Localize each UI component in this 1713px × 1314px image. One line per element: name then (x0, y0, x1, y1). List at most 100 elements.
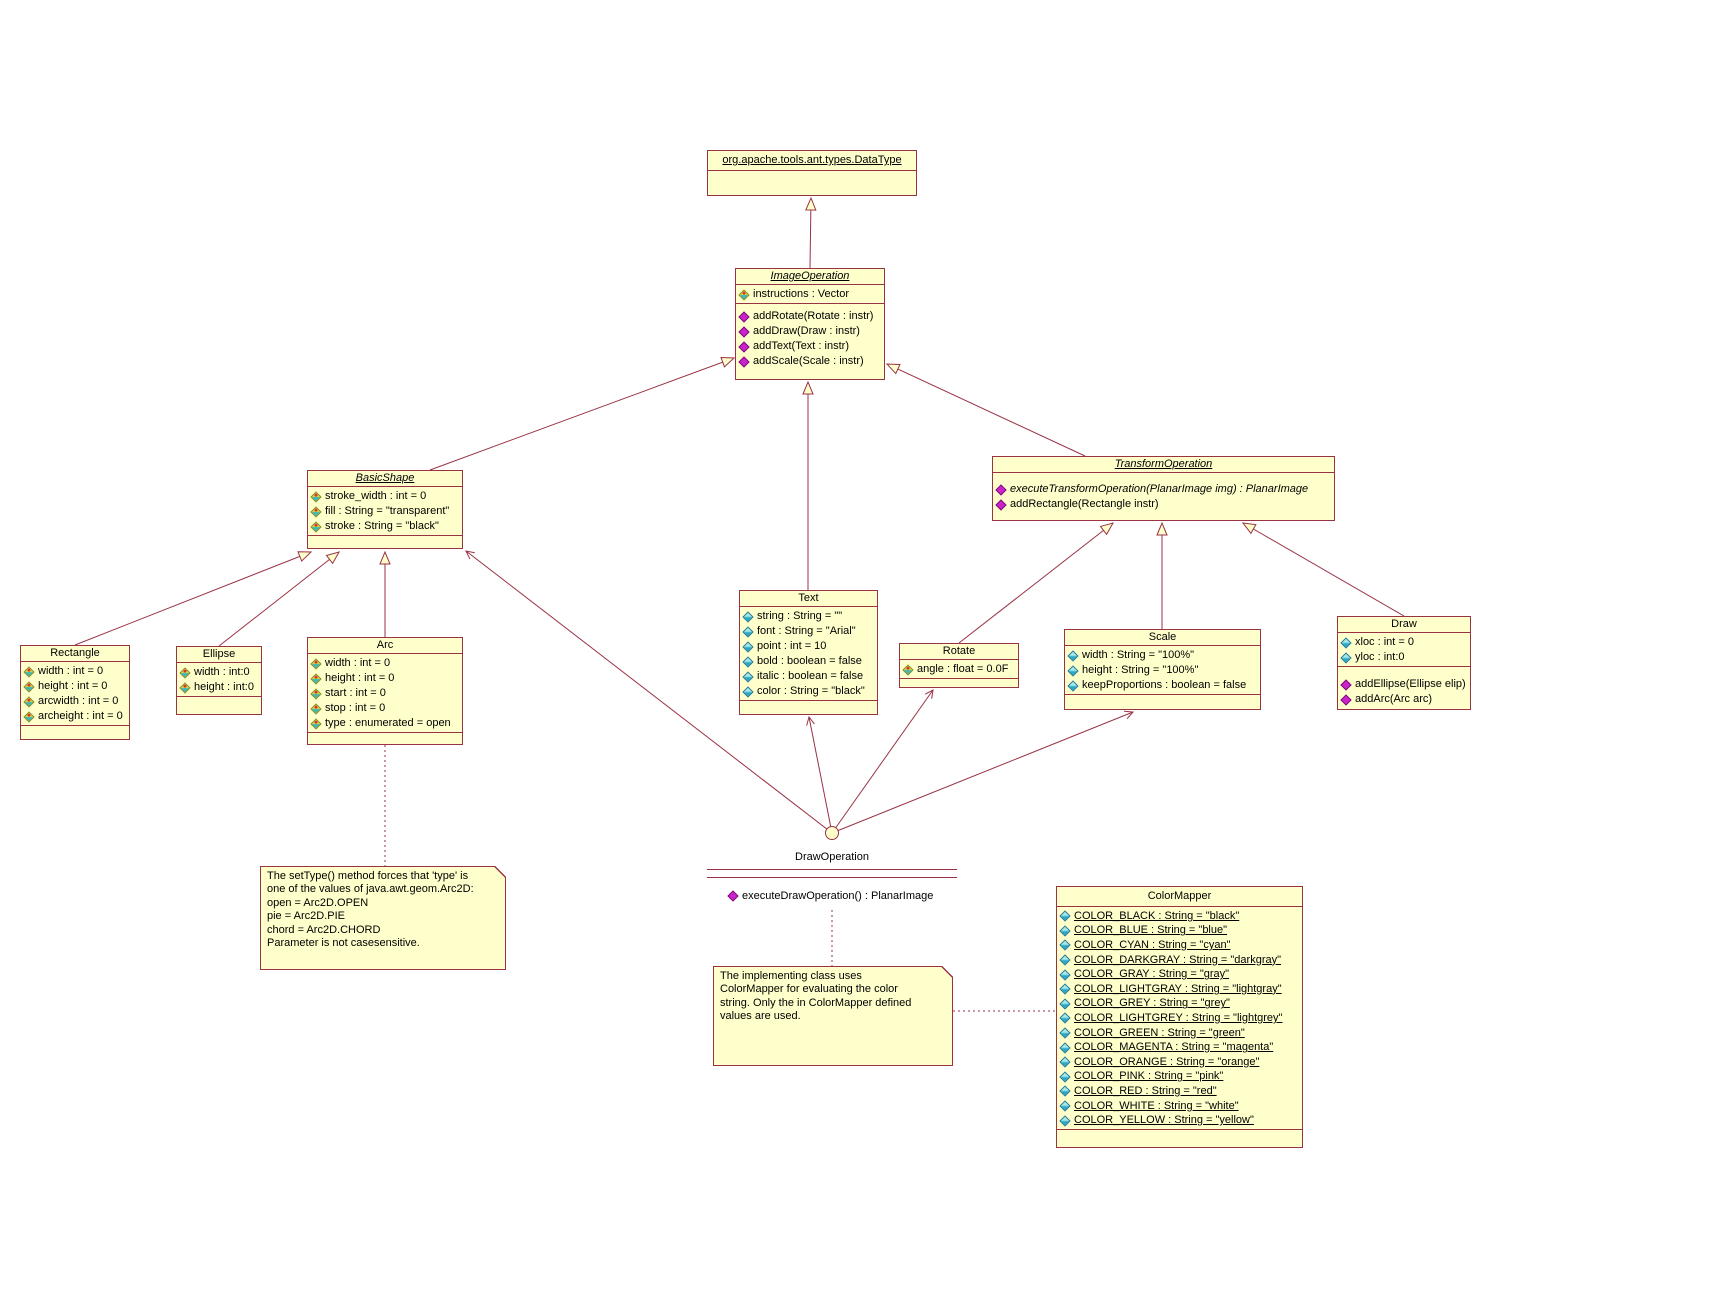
interface-method-text: executeDrawOperation() : PlanarImage (742, 890, 934, 902)
method-row: addRectangle(Rectangle instr) (995, 497, 1332, 512)
attribute-row: angle : float = 0.0F (902, 662, 1016, 677)
attribute-icon (1059, 925, 1071, 937)
attribute-row: COLOR_BLUE : String = "blue" (1059, 924, 1300, 939)
attribute-icon (23, 710, 35, 723)
attribute-icon (1059, 998, 1071, 1010)
note-arc-settype[interactable]: The setType() method forces that 'type' … (260, 866, 506, 970)
attribute-row: fill : String = "transparent" (310, 504, 460, 519)
attribute-icon (310, 657, 322, 670)
class-colormapper-empty-compartment (1057, 1128, 1302, 1147)
attribute-icon (1059, 1071, 1071, 1083)
attribute-icon (742, 655, 754, 668)
attribute-icon (1059, 954, 1071, 966)
class-text-attributes: string : String = "" font : String = "Ar… (740, 606, 877, 700)
method-icon (1340, 693, 1352, 706)
attribute-icon (1059, 1012, 1071, 1025)
class-text-empty-compartment (740, 700, 877, 714)
method-row: addDraw(Draw : instr) (738, 324, 882, 339)
attribute-icon (1067, 679, 1079, 692)
attribute-row: COLOR_PINK : String = "pink" (1059, 1070, 1300, 1085)
attribute-row: stop : int = 0 (310, 701, 460, 716)
realization-drawoperation-to-rotate[interactable] (831, 689, 934, 834)
class-colormapper[interactable]: ColorMapper COLOR_BLACK : String = "blac… (1056, 886, 1303, 1148)
attribute-row: xloc : int = 0 (1340, 635, 1468, 650)
class-rotate-empty-compartment (900, 678, 1018, 687)
class-text[interactable]: Text string : String = "" font : String … (739, 590, 878, 715)
realization-drawoperation-to-scale[interactable] (831, 710, 1135, 834)
note-text-line: string. Only the in ColorMapper defined (720, 996, 912, 1009)
class-rectangle-name: Rectangle (50, 647, 100, 659)
attribute-row: COLOR_CYAN : String = "cyan" (1059, 938, 1300, 953)
note-text-line: open = Arc2D.OPEN (267, 896, 369, 909)
class-rotate-name: Rotate (942, 645, 976, 657)
generalization-rotate-to-transformoperation[interactable] (958, 522, 1115, 644)
attribute-icon (1059, 939, 1071, 952)
attribute-row: COLOR_ORANGE : String = "orange" (1059, 1055, 1300, 1070)
note-text-line: pie = Arc2D.PIE (267, 910, 345, 923)
class-basicshape[interactable]: BasicShape stroke_width : int = 0 fill :… (307, 470, 463, 549)
attribute-row: COLOR_DARKGRAY : String = "darkgray" (1059, 953, 1300, 968)
generalization-ellipse-to-basicshape[interactable] (218, 551, 341, 647)
generalization-imageoperation-to-datatype[interactable] (805, 196, 817, 269)
method-row: addRotate(Rotate : instr) (738, 309, 882, 324)
class-basicshape-attributes: stroke_width : int = 0 fill : String = "… (308, 486, 462, 535)
class-ellipse-empty-compartment (177, 696, 261, 714)
method-icon (995, 498, 1007, 511)
attribute-icon (310, 672, 322, 685)
method-icon (738, 325, 750, 338)
generalization-rectangle-to-basicshape[interactable] (74, 551, 313, 646)
class-transformoperation-methods: executeTransformOperation(PlanarImage im… (993, 472, 1334, 520)
attribute-row: COLOR_GREEN : String = "green" (1059, 1026, 1300, 1041)
attribute-icon (742, 610, 754, 623)
realization-drawoperation-to-text[interactable] (806, 715, 833, 834)
attribute-row: stroke : String = "black" (310, 519, 460, 534)
generalization-basicshape-to-imageoperation[interactable] (429, 356, 736, 471)
attribute-row: width : String = "100%" (1067, 648, 1258, 663)
method-icon (738, 355, 750, 368)
class-datatype[interactable]: org.apache.tools.ant.types.DataType (707, 150, 917, 196)
generalization-transformoperation-to-imageoperation[interactable] (885, 363, 1086, 457)
attribute-row: COLOR_GREY : String = "grey" (1059, 997, 1300, 1012)
class-imageoperation-attributes: instructions : Vector (736, 284, 884, 303)
realization-drawoperation-to-basicshape[interactable] (465, 550, 833, 834)
interface-separator-line-2 (707, 877, 957, 878)
attribute-row: COLOR_LIGHTGRAY : String = "lightgray" (1059, 982, 1300, 997)
generalization-draw-to-transformoperation[interactable] (1241, 522, 1405, 617)
class-rotate-attributes: angle : float = 0.0F (900, 659, 1018, 678)
class-imageoperation[interactable]: ImageOperation instructions : Vector add… (735, 268, 885, 380)
class-rectangle[interactable]: Rectangle width : int = 0 height : int =… (20, 645, 130, 740)
attribute-icon (1340, 651, 1352, 664)
class-transformoperation-name: TransformOperation (1114, 458, 1213, 470)
attribute-icon (310, 490, 322, 503)
attribute-icon (1059, 1085, 1071, 1098)
note-fold-corner (941, 966, 953, 978)
class-ellipse[interactable]: Ellipse width : int:0 height : int:0 (176, 646, 262, 715)
attribute-icon (742, 625, 754, 638)
class-ellipse-name: Ellipse (202, 648, 236, 660)
attribute-icon (23, 665, 35, 678)
attribute-icon (23, 695, 35, 708)
attribute-row: width : int = 0 (310, 656, 460, 671)
method-icon (995, 483, 1007, 496)
attribute-icon (742, 670, 754, 683)
class-scale[interactable]: Scale width : String = "100%" height : S… (1064, 629, 1261, 710)
attribute-icon (310, 702, 322, 715)
class-arc[interactable]: Arc width : int = 0 height : int = 0 sta… (307, 637, 463, 745)
class-rectangle-empty-compartment (21, 725, 129, 739)
note-text-line: chord = Arc2D.CHORD (267, 923, 381, 936)
attribute-icon (742, 685, 754, 698)
attribute-row: COLOR_BLACK : String = "black" (1059, 909, 1300, 924)
attribute-row: type : enumerated = open (310, 716, 460, 731)
attribute-icon (1067, 649, 1079, 662)
class-draw[interactable]: Draw xloc : int = 0 yloc : int:0 addElli… (1337, 616, 1471, 710)
class-scale-name: Scale (1148, 631, 1177, 643)
attribute-icon (1067, 664, 1079, 677)
note-text-line: values are used. (720, 1010, 801, 1023)
interface-lollipop-circle[interactable] (825, 826, 839, 840)
class-transformoperation[interactable]: TransformOperation executeTransformOpera… (992, 456, 1335, 521)
attribute-icon (179, 681, 191, 694)
class-rotate[interactable]: Rotate angle : float = 0.0F (899, 643, 1019, 688)
attribute-icon (1059, 1027, 1071, 1039)
method-icon (738, 340, 750, 353)
